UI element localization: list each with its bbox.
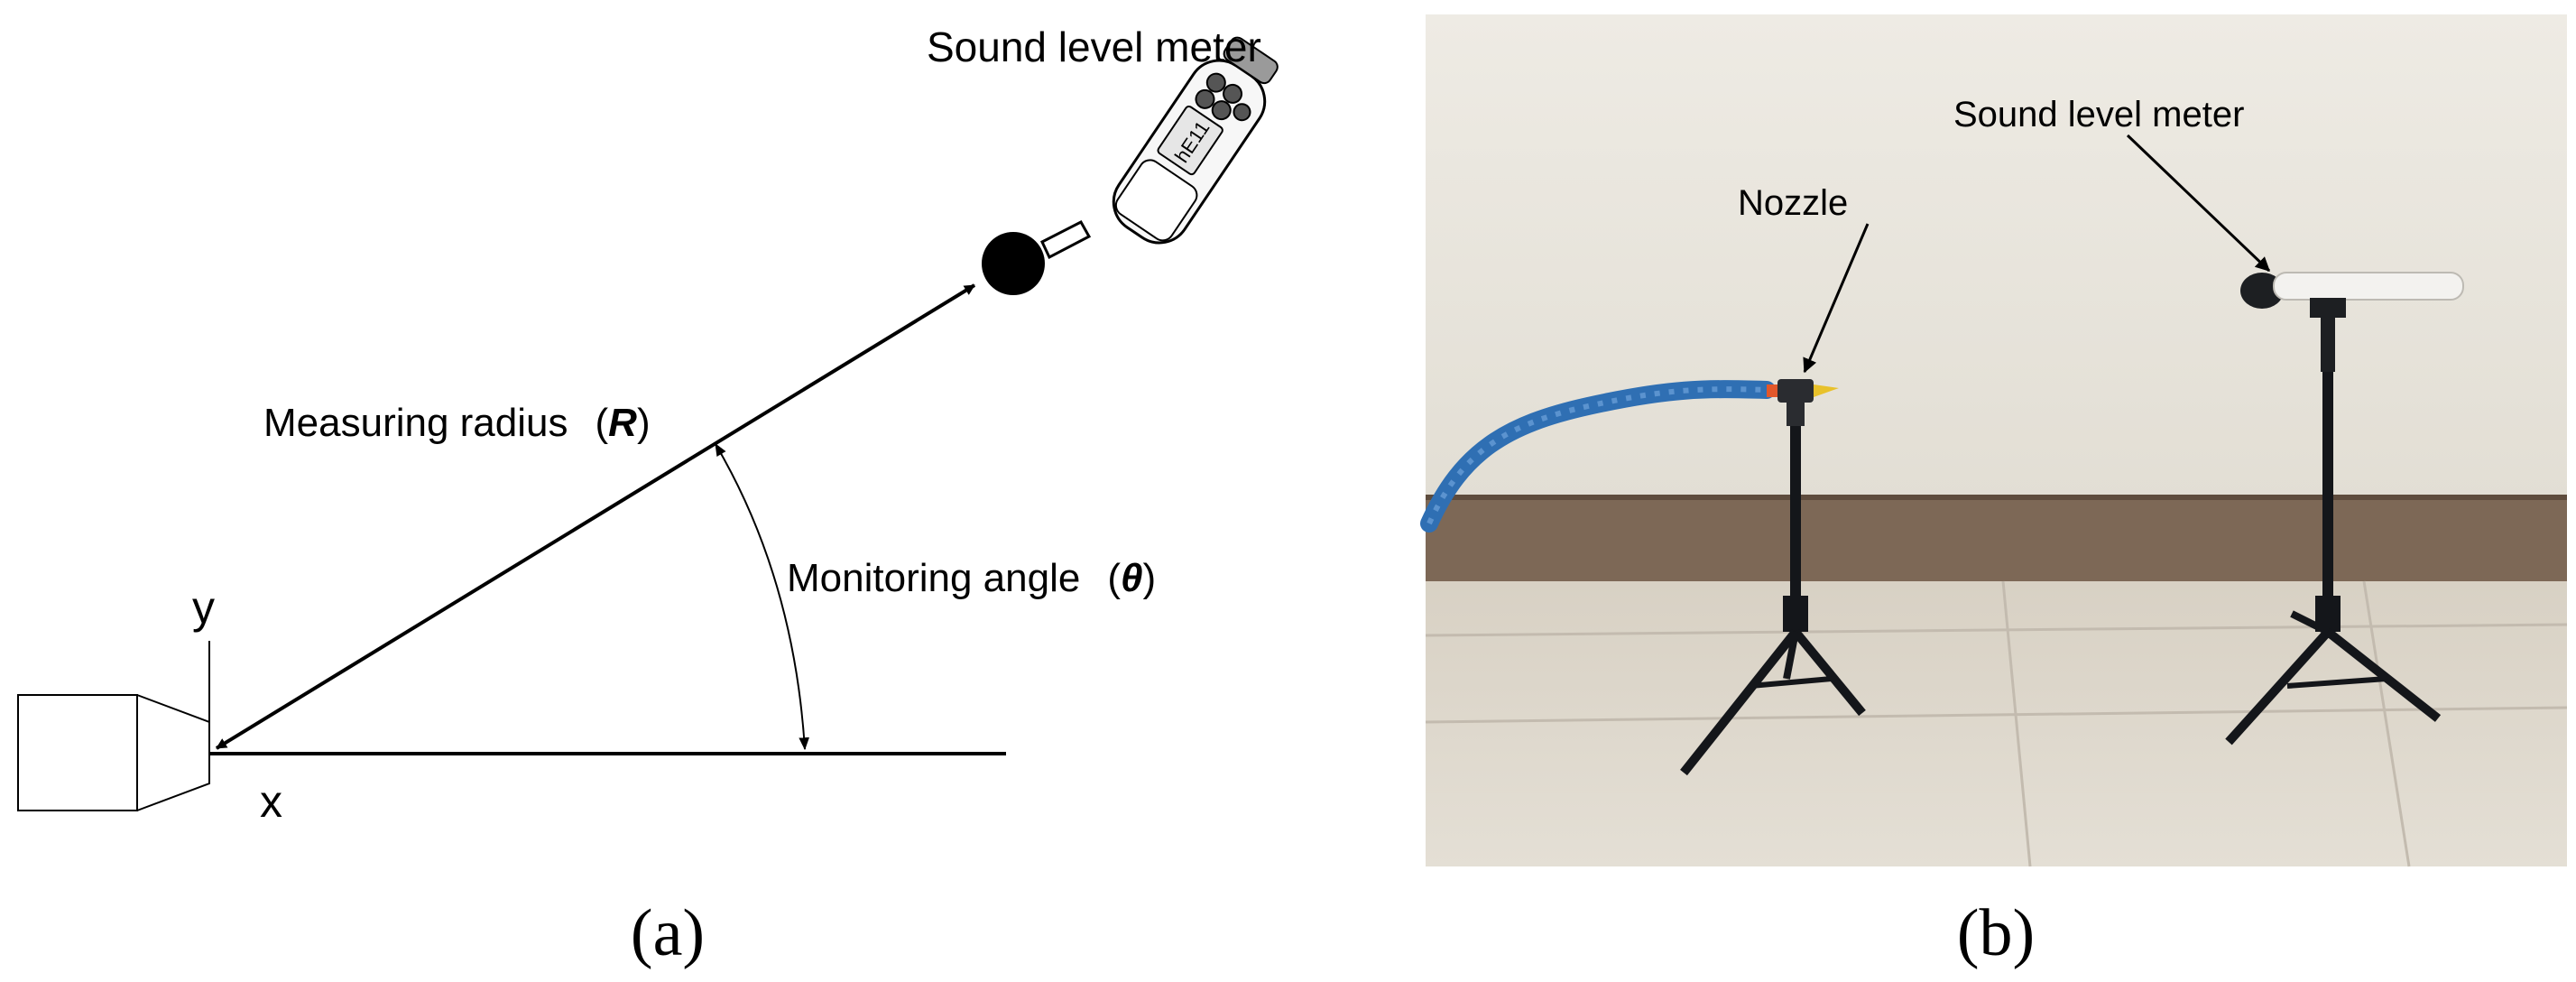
- panel-a-schematic: hE11 Sound level meter Measuring radius(…: [17, 23, 1279, 970]
- meter-tripod: [2225, 272, 2464, 746]
- blue-hose-segments: [1426, 386, 1768, 525]
- label-photo-sound-level-meter: Sound level meter: [1953, 95, 2244, 134]
- label-nozzle: Nozzle: [1738, 183, 1848, 223]
- photo-background: [1425, 14, 2568, 867]
- schematic-drawing: hE11 Sound level meter Measuring radius(…: [17, 23, 1279, 970]
- label-sound-level-meter: Sound level meter: [927, 23, 1261, 70]
- label-measuring-radius: Measuring radius(R): [263, 401, 651, 445]
- nozzle-tripod: [1680, 379, 1866, 776]
- label-monitoring-angle: Monitoring angle(θ): [787, 556, 1156, 600]
- label-axis-x: x: [260, 776, 282, 827]
- sound-level-meter-illustration: hE11: [1040, 36, 1279, 260]
- photo-drawing: Nozzle Sound level meter (b): [1420, 14, 2568, 970]
- monitoring-angle-arc: [715, 442, 810, 751]
- microphone-ball: [982, 232, 1045, 295]
- nozzle-tip: [136, 694, 210, 811]
- caption-b: (b): [1957, 896, 2035, 970]
- panel-b-photo: Nozzle Sound level meter (b): [1408, 0, 2576, 977]
- measuring-radius-arrow: [215, 283, 976, 750]
- nozzle-pointer-arrow: [1803, 223, 1870, 374]
- label-axis-y: y: [192, 582, 215, 633]
- nozzle-body: [17, 694, 138, 811]
- caption-a: (a): [631, 896, 705, 970]
- meter-pointer-arrow: [2126, 134, 2271, 273]
